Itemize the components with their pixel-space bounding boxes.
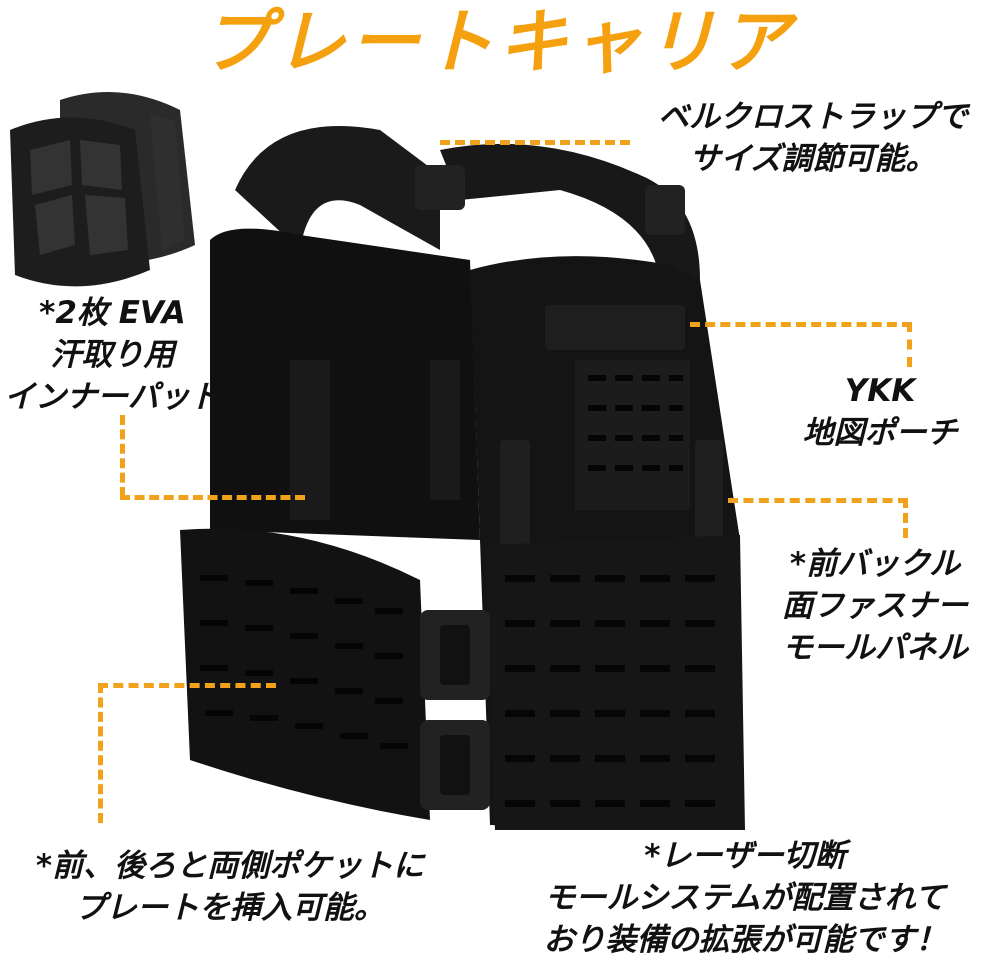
pocket-label-line1: *前、後ろと両側ポケットに: [35, 848, 425, 884]
buckle-label-line1: *前バックル: [789, 546, 961, 582]
molle-label: *レーザー切断 モールシステムが配置されて おり装備の拡張が可能です！: [505, 835, 985, 961]
inner-pad-image: [10, 92, 195, 287]
pouch-leader-line-h: [690, 322, 912, 327]
molle-label-line2: モールシステムが配置されて: [544, 880, 946, 916]
buckle-leader-line-v: [903, 498, 908, 538]
molle-label-line1: *レーザー切断: [644, 838, 846, 874]
product-title: プレートキャリア: [201, 1, 794, 83]
buckle-label-line3: モールパネル: [782, 630, 968, 666]
pad-label-line1: *2枚 EVA: [39, 295, 186, 331]
strap-label-line2: サイズ調節可能。: [689, 141, 937, 177]
pocket-label-line2: プレートを挿入可能。: [75, 890, 385, 926]
pocket-leader-line-v: [98, 683, 103, 823]
pad-label: *2枚 EVA 汗取り用 インナーパッド: [0, 292, 225, 418]
pad-label-line2: 汗取り用: [50, 337, 175, 373]
pouch-leader-line-v: [907, 322, 912, 367]
pad-label-line3: インナーパッド: [4, 379, 221, 415]
pocket-leader-line-h: [98, 683, 276, 688]
pouch-label-line2: 地図ポーチ: [802, 415, 958, 451]
pad-leader-line-v: [120, 415, 125, 497]
pouch-label-line1: YKK: [844, 373, 916, 409]
buckle-label: *前バックル 面ファスナー モールパネル: [760, 543, 990, 669]
strap-label-line1: ベルクロストラップで: [658, 99, 968, 135]
pouch-label: YKK 地図ポーチ: [780, 370, 980, 454]
molle-label-line3: おり装備の拡張が可能です！: [543, 922, 947, 958]
pocket-label: *前、後ろと両側ポケットに プレートを挿入可能。: [0, 845, 460, 929]
strap-leader-line: [440, 140, 630, 145]
buckle-label-line2: 面ファスナー: [782, 588, 968, 624]
strap-label: ベルクロストラップで サイズ調節可能。: [638, 96, 988, 180]
buckle-leader-line-h: [728, 498, 908, 503]
pad-leader-line-h: [120, 495, 305, 500]
